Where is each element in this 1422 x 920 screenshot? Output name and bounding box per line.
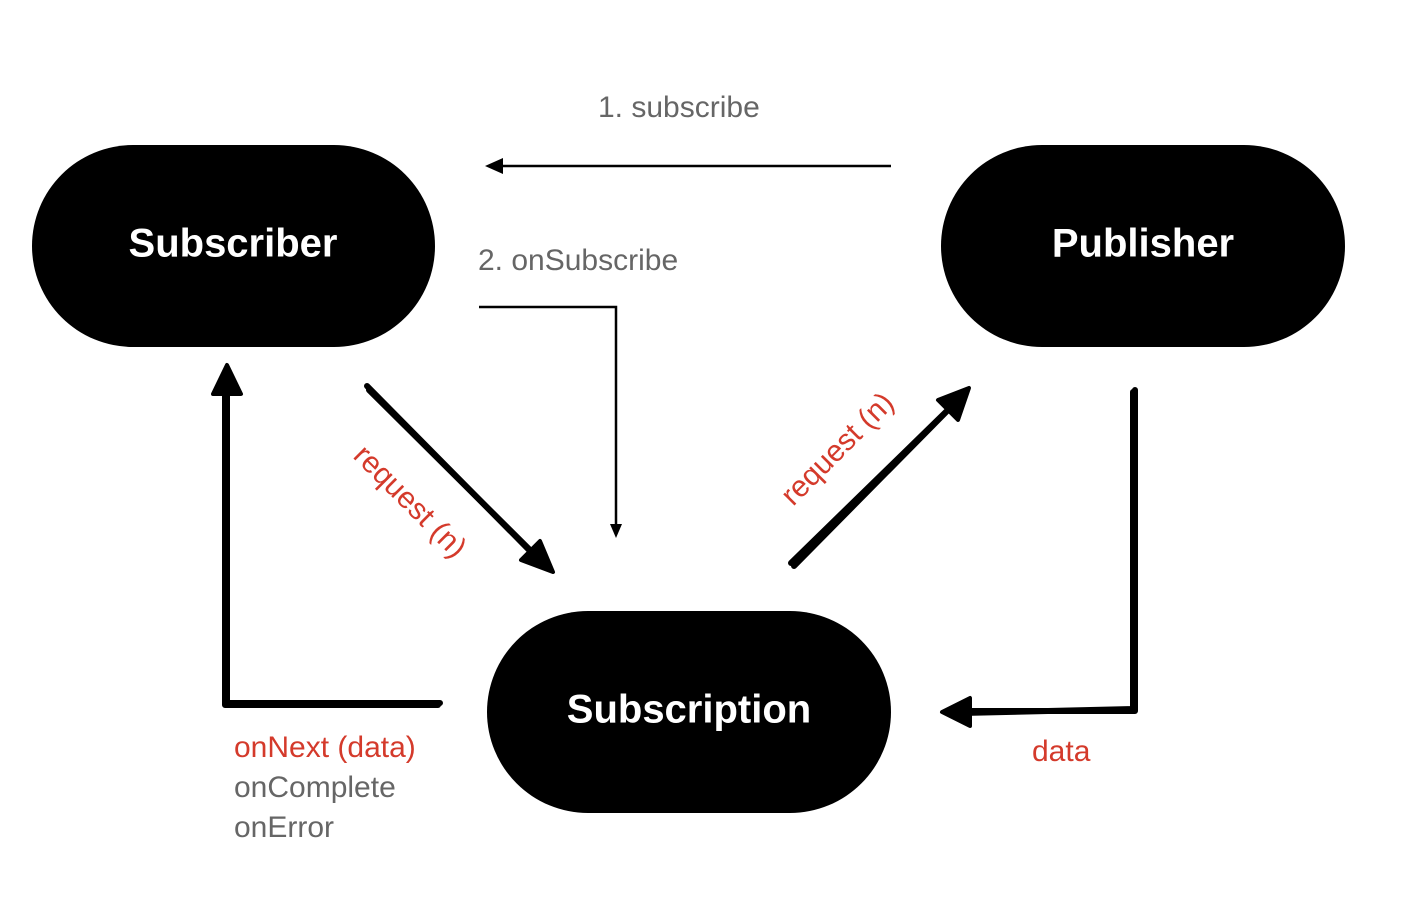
subscriber-node: Subscriber xyxy=(32,145,435,347)
on-subscribe-arrow xyxy=(479,305,622,538)
on-subscribe-label: 2. onSubscribe xyxy=(478,244,678,277)
on-complete-label: onComplete xyxy=(234,771,396,804)
publisher-node: Publisher xyxy=(941,145,1345,347)
data-label: data xyxy=(1032,735,1091,768)
on-next-label: onNext (data) xyxy=(234,731,416,764)
request-left-label: request (n) xyxy=(347,439,473,565)
subscribe-label: 1. subscribe xyxy=(598,91,760,124)
data-arrow xyxy=(940,387,1138,728)
publisher-label: Publisher xyxy=(1052,222,1234,266)
request-right-label: request (n) xyxy=(775,386,901,512)
subscribe-arrow xyxy=(485,158,891,174)
request-right-arrow xyxy=(788,386,971,569)
on-error-label: onError xyxy=(234,811,334,844)
request-left-arrow xyxy=(364,383,555,574)
on-next-arrow xyxy=(211,363,443,708)
subscription-label: Subscription xyxy=(567,688,811,732)
subscriber-label: Subscriber xyxy=(129,222,338,266)
subscription-node: Subscription xyxy=(487,611,891,813)
